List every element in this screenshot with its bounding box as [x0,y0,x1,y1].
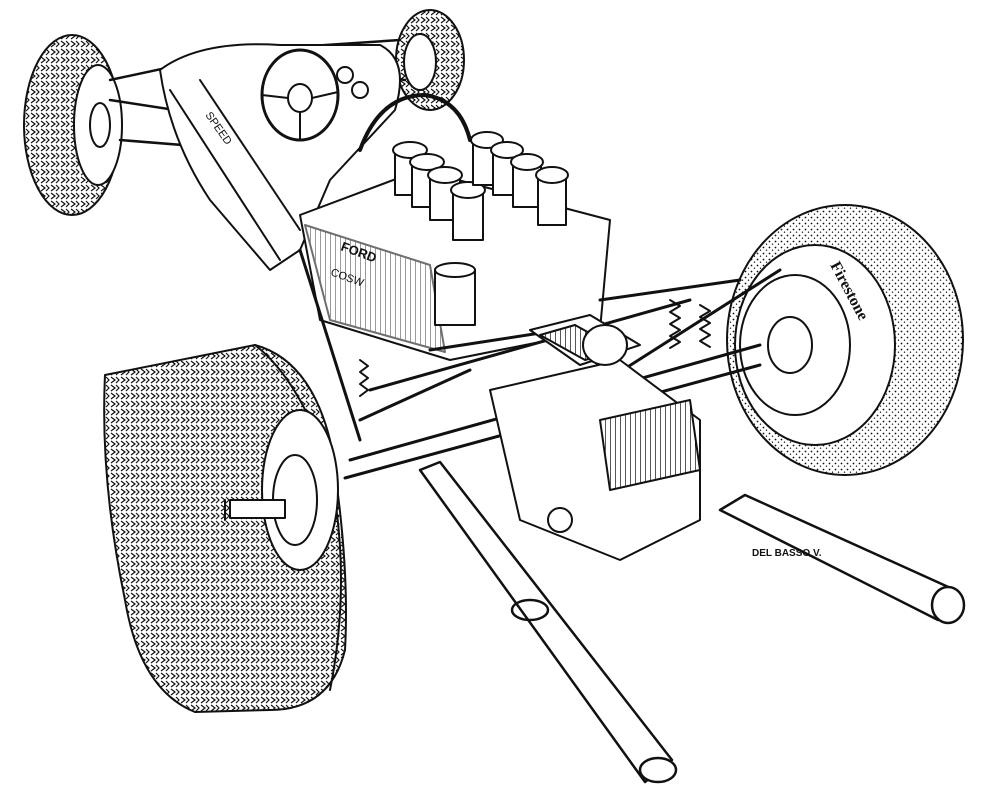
steering-wheel [260,48,369,142]
oil-filter [434,262,476,326]
gearbox [489,359,701,561]
rear-left-hub [224,409,339,571]
exhaust-pipes [418,460,966,784]
rear-dampers [359,299,711,397]
artist-signature: DEL BASSO V. [752,548,822,559]
ignition-box [529,314,641,366]
front-right-wheel [395,9,465,111]
rear-right-wheel: Firestone [726,204,964,476]
front-left-wheel [23,34,123,216]
intake-trumpets [392,131,569,241]
chassis-tub: SPEED [159,43,401,271]
roll-hoop [358,93,472,152]
